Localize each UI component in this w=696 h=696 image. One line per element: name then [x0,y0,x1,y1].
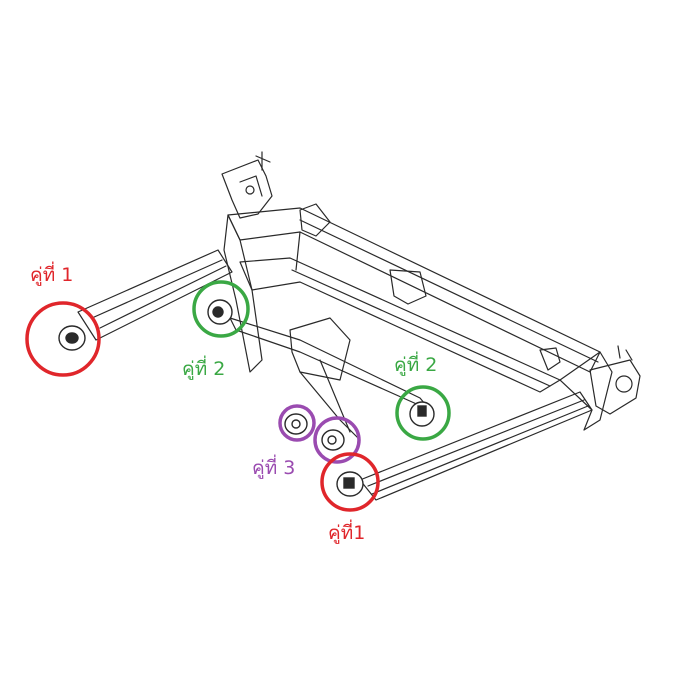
label-pair3: คู่ที่ 3 [252,457,296,479]
bushing-right-trailing [336,471,364,497]
highlight-circles [25,280,451,512]
bushing-center-a [284,413,308,435]
circle-pair1-left [25,301,101,377]
circle-pair2-left [192,280,250,338]
label-pair2-right: คู่ที่ 2 [394,354,438,376]
circle-pair3-a [278,404,316,442]
bushing-right-lateral [409,401,435,427]
bushings [58,299,435,497]
label-pair1-bottom: คู่ที่1 [328,522,366,544]
circle-pair2-right [395,385,451,441]
bushing-left-trailing [58,325,86,351]
label-pair1-left: คู่ที่ 1 [30,264,74,286]
bushing-left-lateral [207,299,233,325]
circle-pair3-b [313,416,361,464]
label-pair2-left: คู่ที่ 2 [182,358,226,380]
circle-pair1-bottom [320,452,380,512]
bushing-center-b [321,429,345,451]
